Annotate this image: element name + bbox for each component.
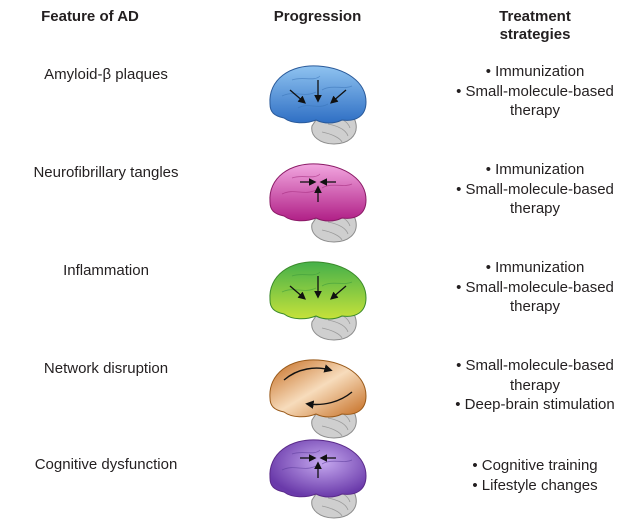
row-inflammation: Inflammation • Immunization • Small-mole… [0,254,640,352]
header-treatment-line1: Treatment [499,8,571,25]
treatment-item: • Small-molecule-based [456,357,614,374]
treatment-item: • Small-molecule-based [456,180,614,198]
feature-label: Inflammation [63,262,149,279]
amyloid-brain-icon [269,65,367,145]
feature-label: Cognitive dysfunction [34,456,178,473]
treatment-list: • Immunization • Small-molecule-based th… [430,258,640,317]
tangles-brain-icon [269,163,367,243]
header-progression: Progression [273,8,362,25]
row-cognitive: Cognitive dysfunction • Cognitive traini… [0,424,640,522]
treatment-list: • Immunization • Small-molecule-based th… [430,160,640,219]
treatment-item: • Cognitive training [472,457,598,474]
treatment-item: therapy [509,376,561,394]
treatment-item: • Immunization [485,161,585,178]
header-treatment: Treatment strategies [430,8,640,44]
treatment-item: • Immunization [485,259,585,276]
treatment-item: • Lifestyle changes [472,476,598,494]
treatment-item: therapy [509,298,561,315]
row-tangles: Neurofibrillary tangles • Immunization •… [0,156,640,254]
row-amyloid: Amyloid-β plaques • Immunization • Small… [0,58,640,156]
treatment-item: • Small-molecule-based [456,82,614,100]
cognitive-brain-icon [269,439,367,519]
treatment-item: • Small-molecule-based [456,278,614,296]
inflammation-brain-icon [269,261,367,341]
treatment-item: • Deep-brain stimulation [455,396,615,413]
header-treatment-line2: strategies [499,26,571,43]
treatment-item: therapy [509,102,561,119]
network-brain-icon [269,359,367,439]
treatment-list: • Immunization • Small-molecule-based th… [430,62,640,121]
treatment-list: • Small-molecule-based therapy • Deep-br… [430,356,640,415]
feature-label: Amyloid-β plaques [44,66,168,83]
treatment-item: therapy [509,200,561,217]
feature-label: Network disruption [43,360,169,377]
header-feature: Feature of AD [41,8,139,25]
treatment-item: • Immunization [485,63,585,80]
feature-label: Neurofibrillary tangles [33,164,179,181]
row-network: Network disruption • Small-molecule-base… [0,352,640,450]
treatment-list: • Cognitive training • Lifestyle changes [430,456,640,495]
